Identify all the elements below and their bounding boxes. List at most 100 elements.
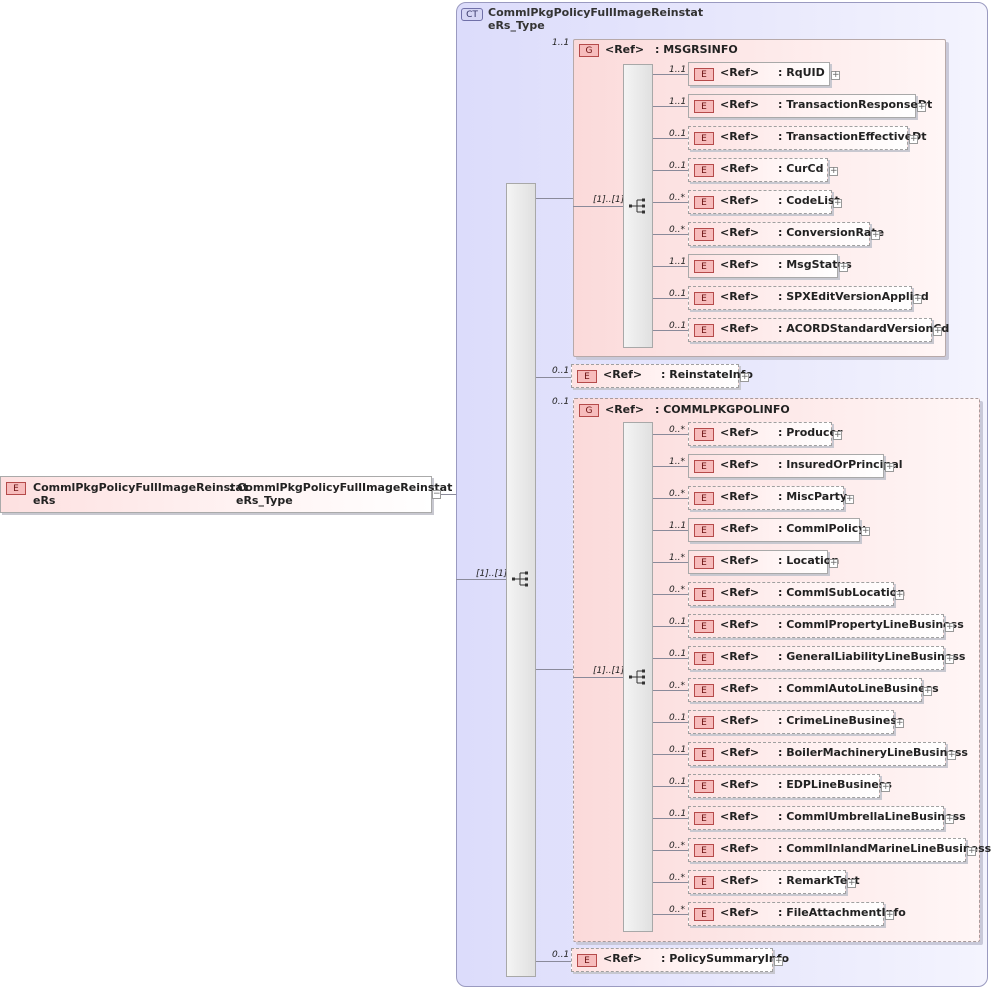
element-box[interactable] — [688, 742, 946, 766]
sequence-compositor[interactable] — [623, 64, 653, 348]
element-box[interactable] — [688, 838, 966, 862]
element-badge: E — [694, 228, 714, 241]
element-box[interactable] — [688, 222, 870, 246]
element-badge: E — [577, 954, 597, 967]
expand-icon[interactable]: + — [833, 198, 842, 208]
expand-icon[interactable]: + — [913, 294, 922, 304]
connector — [653, 266, 688, 267]
expand-icon[interactable]: + — [945, 814, 954, 824]
element-cardinality: 0..* — [669, 585, 685, 595]
connector — [653, 562, 688, 563]
element-name: : InsuredOrPrincipal — [778, 458, 903, 471]
element-name: : ConversionRate — [778, 226, 885, 239]
expand-icon[interactable]: + — [839, 262, 848, 272]
element-name: : SPXEditVersionApplied — [778, 290, 929, 303]
element-box[interactable] — [688, 646, 944, 670]
connector — [653, 170, 688, 171]
expand-icon[interactable]: + — [833, 430, 842, 440]
ref-label: <Ref> — [720, 490, 760, 503]
element-box[interactable] — [571, 948, 773, 972]
element-cardinality: 0..1 — [669, 321, 687, 331]
expand-icon[interactable]: + — [933, 326, 942, 336]
expand-icon[interactable]: + — [881, 782, 890, 792]
element-box[interactable] — [688, 486, 844, 510]
expand-icon[interactable]: + — [967, 846, 976, 856]
expand-icon[interactable]: + — [774, 956, 783, 966]
element-cardinality: 1..* — [669, 457, 685, 467]
root-element[interactable] — [0, 476, 432, 513]
expand-icon[interactable]: + — [885, 462, 894, 472]
element-name: : MiscParty — [778, 490, 848, 503]
element-cardinality: 0..* — [669, 681, 685, 691]
element-box[interactable] — [688, 678, 922, 702]
element-badge: E — [694, 620, 714, 633]
element-name: : ACORDStandardVersionCd — [778, 322, 950, 335]
element-box[interactable] — [688, 318, 932, 342]
element-cardinality: 0..* — [669, 193, 685, 203]
expand-icon[interactable]: + — [947, 750, 956, 760]
main-sequence-compositor[interactable] — [506, 183, 536, 977]
expand-icon[interactable]: + — [740, 372, 749, 382]
expand-icon[interactable]: + — [895, 590, 904, 600]
element-box[interactable] — [688, 94, 916, 118]
ref-label: <Ref> — [605, 43, 645, 56]
element-box[interactable] — [688, 710, 894, 734]
element-box[interactable] — [688, 582, 894, 606]
connector — [653, 106, 688, 107]
element-name: : Producer — [778, 426, 843, 439]
sequence-cardinality: [1]..[1] — [593, 666, 625, 676]
expand-icon[interactable]: + — [917, 102, 926, 112]
element-box[interactable] — [688, 126, 908, 150]
ref-label: <Ref> — [720, 258, 760, 271]
expand-icon[interactable]: + — [895, 718, 904, 728]
element-cardinality: 0..1 — [669, 617, 687, 627]
element-box[interactable] — [688, 286, 912, 310]
element-badge: E — [694, 100, 714, 113]
element-box[interactable] — [688, 902, 884, 926]
element-badge: E — [694, 292, 714, 305]
expand-icon[interactable]: + — [909, 134, 918, 144]
expand-icon[interactable]: + — [847, 878, 856, 888]
element-badge: E — [694, 196, 714, 209]
ref-label: <Ref> — [720, 810, 760, 823]
expand-icon[interactable]: + — [831, 70, 840, 80]
connector — [653, 882, 688, 883]
expand-icon[interactable]: + — [945, 654, 954, 664]
expand-icon[interactable]: + — [923, 686, 932, 696]
element-box[interactable] — [688, 774, 880, 798]
element-box[interactable] — [688, 870, 846, 894]
element-cardinality: 1..* — [669, 553, 685, 563]
sequence-icon — [512, 571, 528, 587]
element-badge: E — [694, 132, 714, 145]
connector — [653, 594, 688, 595]
element-badge: E — [694, 164, 714, 177]
element-box[interactable] — [688, 614, 944, 638]
element-cardinality: 0..* — [669, 489, 685, 499]
expand-icon[interactable]: + — [871, 230, 880, 240]
element-box[interactable] — [688, 454, 884, 478]
expand-icon[interactable]: + — [829, 558, 838, 568]
connector — [653, 434, 688, 435]
element-badge: E — [694, 684, 714, 697]
connector — [573, 677, 623, 678]
element-badge: E — [694, 748, 714, 761]
element-box[interactable] — [571, 364, 739, 388]
ref-label: <Ref> — [720, 98, 760, 111]
element-name: : ReinstateInfo — [661, 368, 753, 381]
connector — [653, 722, 688, 723]
element-box[interactable] — [688, 518, 860, 542]
expand-icon[interactable]: + — [829, 166, 838, 176]
element-badge: E — [694, 588, 714, 601]
connector — [653, 818, 688, 819]
expand-icon[interactable]: + — [845, 494, 854, 504]
element-cardinality: 0..* — [669, 873, 685, 883]
connector — [653, 626, 688, 627]
expand-icon[interactable]: + — [945, 622, 954, 632]
expand-icon[interactable]: + — [885, 910, 894, 920]
collapse-icon[interactable]: − — [432, 489, 441, 499]
element-box[interactable] — [688, 806, 944, 830]
ref-label: <Ref> — [720, 682, 760, 695]
element-name: : CurCd — [778, 162, 824, 175]
expand-icon[interactable]: + — [861, 526, 870, 536]
